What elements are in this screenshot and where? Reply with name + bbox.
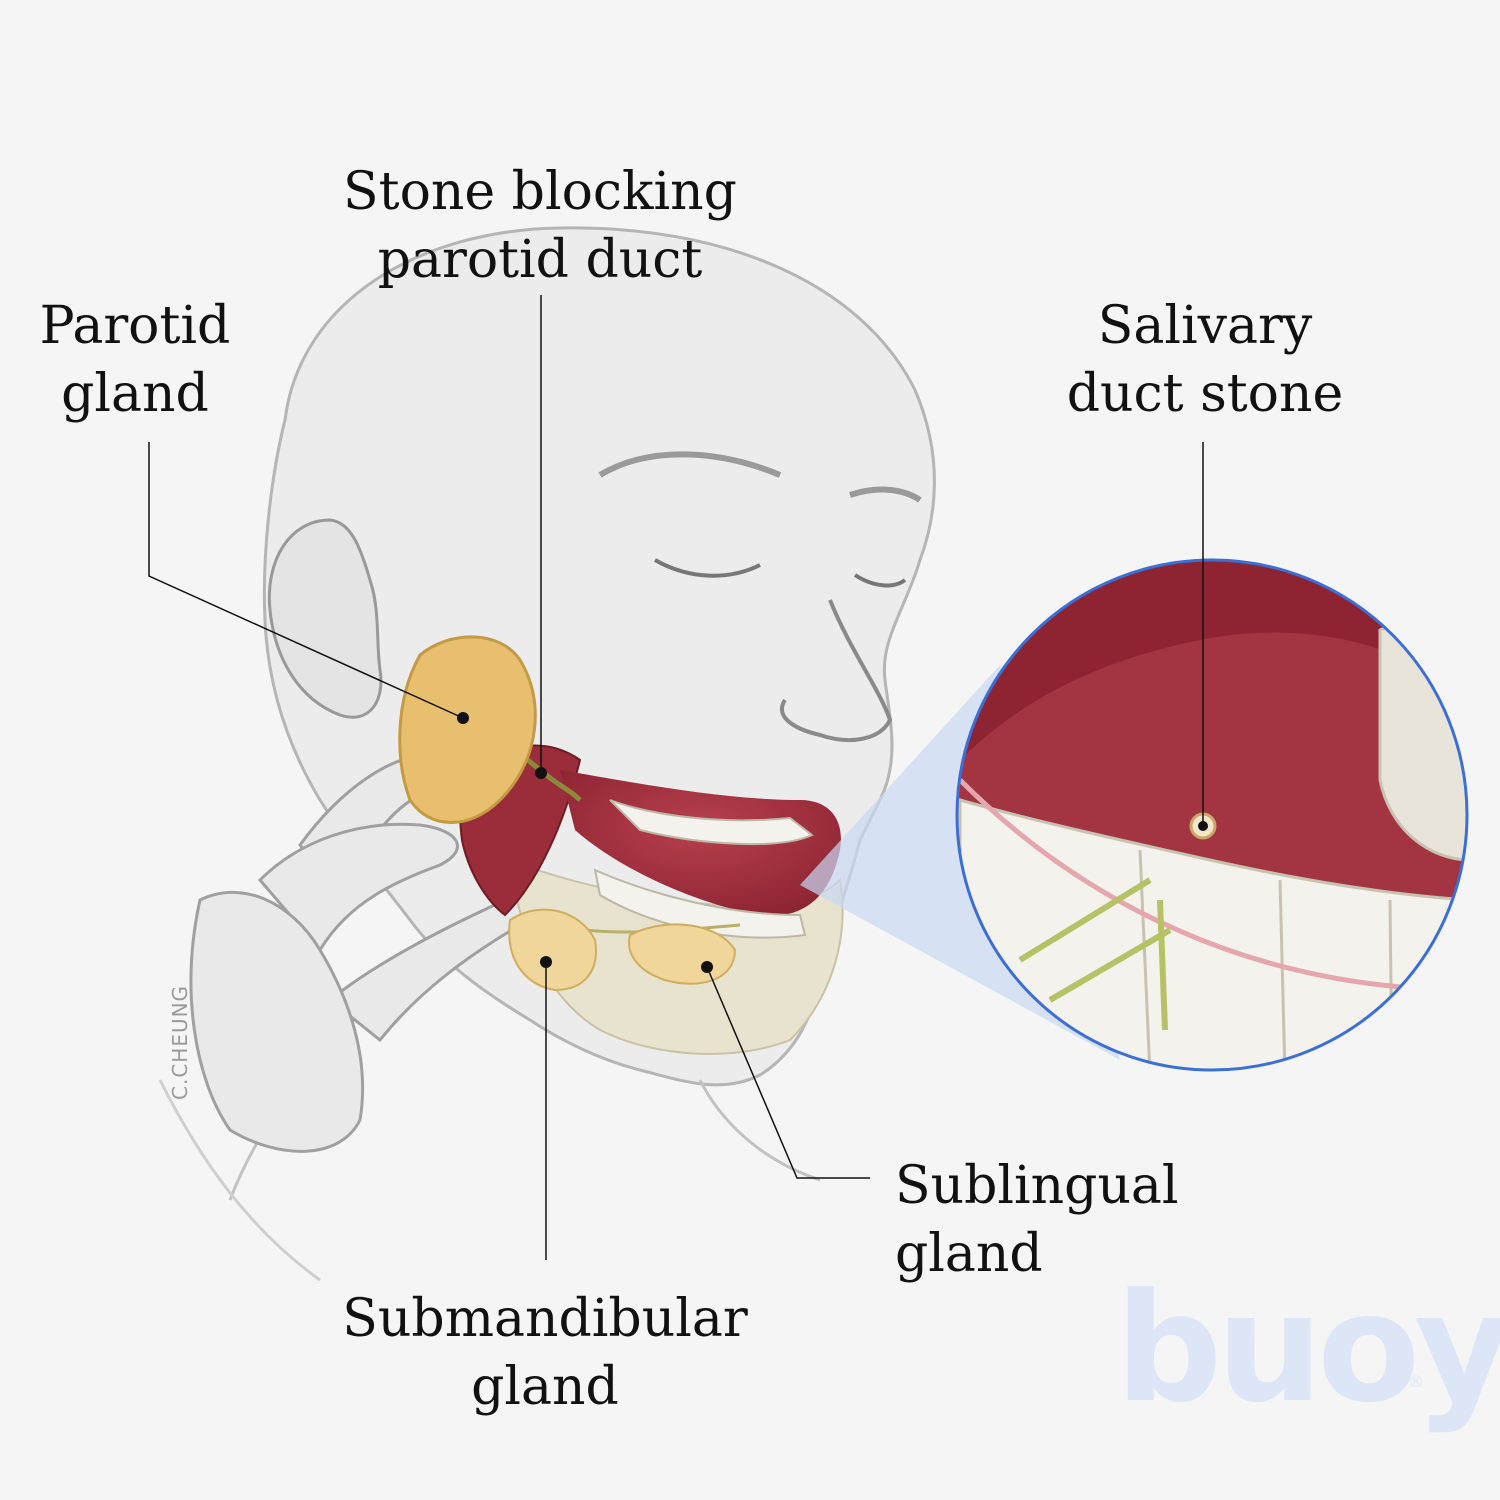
palm: [189, 890, 365, 1153]
zoom-ring: [955, 558, 1469, 1072]
leader-lines: [148, 295, 1204, 1260]
artist-signature: C.CHEUNG: [168, 984, 192, 1100]
inset-lower-teeth: [958, 798, 1467, 1070]
label-line: Submandibular: [342, 1289, 748, 1349]
inset-nerve: [1018, 877, 1172, 1031]
eye-right: [853, 573, 907, 588]
inset-palate: [960, 560, 1467, 760]
inset-duct-line: [958, 778, 1467, 993]
dot-sublingual: [701, 961, 713, 973]
dot-submandibular: [540, 956, 552, 968]
label-line: Sublingual: [895, 1156, 1179, 1216]
registered-mark: ®: [1408, 1372, 1424, 1391]
neck-front: [698, 1079, 821, 1182]
dot-salivary: [1198, 821, 1208, 831]
eye-left: [654, 558, 761, 578]
label-submandibular-gland: Submandibular gland: [330, 1285, 760, 1421]
label-stone-blocking-parotid-duct: Stone blocking parotid duct: [330, 158, 750, 294]
middle-finger: [257, 822, 459, 953]
nose: [779, 599, 893, 742]
leader-dots: [457, 712, 1208, 973]
zoom-inset: [957, 560, 1467, 1070]
label-line: Parotid: [39, 296, 231, 356]
lower-teeth: [593, 868, 807, 939]
label-line: gland: [61, 364, 209, 424]
eyebrow-left: [598, 451, 782, 478]
brand-logo: buoy: [1115, 1262, 1500, 1436]
shoulder: [158, 1079, 321, 1282]
eyebrow-right: [849, 486, 922, 503]
jaw-anatomy: [398, 635, 844, 1055]
submandibular-gland: [508, 908, 597, 992]
dot-parotid: [457, 712, 469, 724]
dot-stone-blocking: [535, 767, 547, 779]
label-salivary-duct-stone: Salivary duct stone: [1050, 292, 1360, 428]
label-line: duct stone: [1066, 364, 1344, 424]
label-line: Stone blocking: [343, 162, 737, 222]
label-sublingual-gland: Sublingual gland: [895, 1152, 1179, 1288]
label-parotid-gland: Parotid gland: [20, 292, 250, 428]
inset-tooth-gap-2: [1278, 879, 1287, 1070]
leader-parotid: [148, 442, 464, 719]
label-line: gland: [895, 1224, 1043, 1284]
leader-sublingual: [706, 966, 870, 1179]
label-line: parotid duct: [377, 230, 703, 290]
label-line: gland: [471, 1357, 619, 1417]
parotid-gland: [398, 635, 537, 824]
upper-teeth: [609, 799, 814, 846]
label-line: Salivary: [1097, 296, 1313, 356]
